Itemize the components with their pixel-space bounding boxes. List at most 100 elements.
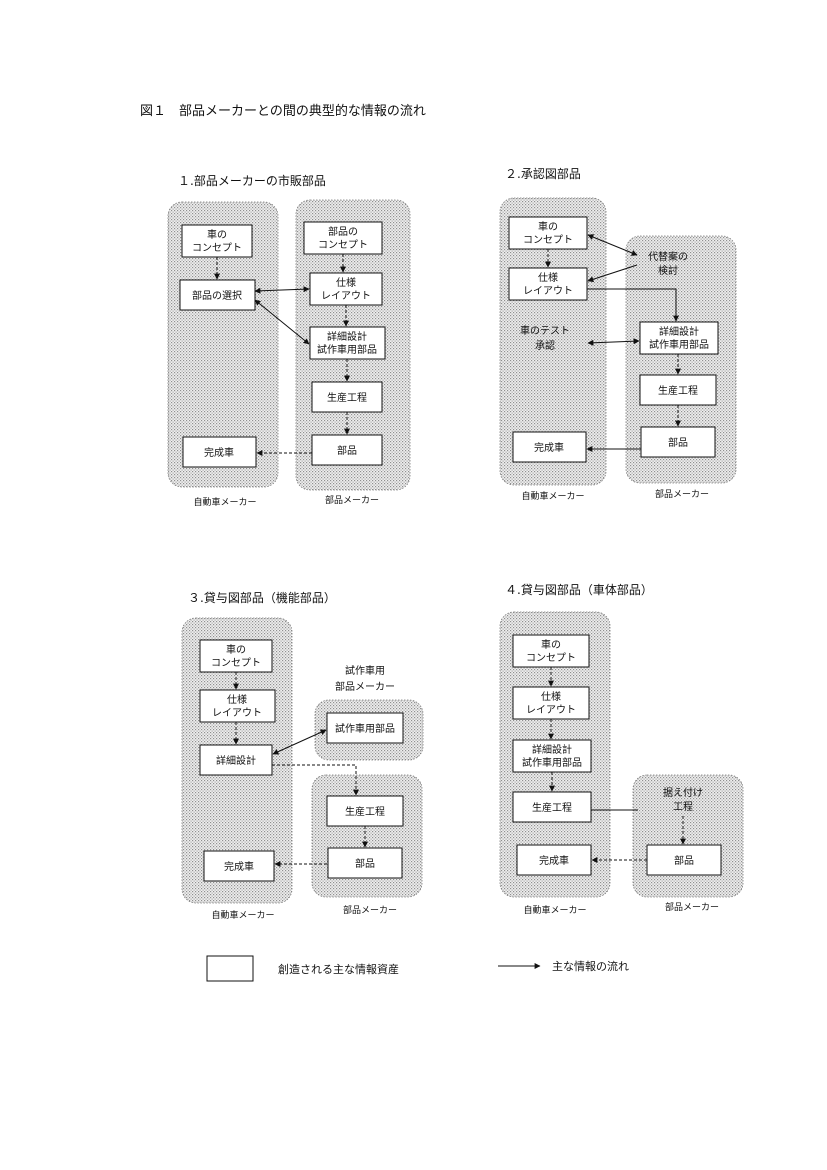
box-car-concept: 車の コンセプト — [508, 216, 588, 250]
svg-text:生産工程: 生産工程 — [532, 801, 572, 814]
svg-text:完成車: 完成車 — [539, 854, 569, 867]
flow-arrow — [254, 299, 310, 345]
flow-arrow — [272, 764, 359, 796]
svg-text:詳細設計: 詳細設計 — [216, 754, 256, 767]
column-label-supplier: 部品メーカー — [655, 488, 709, 500]
svg-text:承認: 承認 — [535, 339, 555, 352]
box-part: 部品 — [311, 434, 383, 466]
svg-text:車の: 車の — [207, 228, 227, 241]
panel-title: ４.貸与図部品（車体部品） — [505, 582, 653, 597]
svg-text:完成車: 完成車 — [224, 860, 254, 873]
svg-text:コンセプト: コンセプト — [523, 234, 573, 246]
svg-text:試作車用部品: 試作車用部品 — [522, 756, 582, 769]
box-finished-car: 完成車 — [182, 436, 257, 468]
flow-arrow — [587, 288, 679, 322]
box-detail-design: 詳細設計 試作車用部品 — [639, 321, 719, 355]
svg-text:仕様: 仕様 — [538, 271, 558, 284]
svg-text:詳細設計: 詳細設計 — [327, 330, 367, 343]
box-part: 部品 — [640, 426, 716, 458]
box-car-concept: 車の コンセプト — [181, 224, 253, 258]
column-label-supplier: 部品メーカー — [665, 901, 719, 913]
svg-text:車のテスト: 車のテスト — [520, 324, 570, 337]
label-prototype-supplier: 試作車用 部品メーカー — [335, 664, 395, 693]
svg-text:レイアウト: レイアウト — [523, 285, 573, 297]
flow-arrow — [587, 264, 638, 283]
legend-arrow-label: 主な情報の流れ — [552, 959, 629, 973]
svg-text:コンセプト: コンセプト — [526, 652, 576, 664]
panel-3: ３.貸与図部品（機能部品） 車の コンセプト 仕様 レイアウト 詳細設計 完成車… — [181, 590, 424, 921]
box-finished-car: 完成車 — [512, 431, 587, 463]
panel-title: ２.承認図部品 — [505, 166, 581, 181]
panel-title: ３.貸与図部品（機能部品） — [188, 590, 336, 605]
svg-text:車の: 車の — [538, 220, 558, 233]
panel-1: １.部品メーカーの市販部品 車の コンセプト 部品の選択 完成車 部品の コンセ… — [167, 173, 411, 508]
column-label-automaker: 自動車メーカー — [523, 904, 586, 916]
svg-text:車の: 車の — [541, 638, 561, 651]
legend-box-sample — [206, 955, 254, 982]
column-label-automaker: 自動車メーカー — [193, 496, 256, 508]
box-prototype-part: 試作車用部品 — [326, 712, 404, 744]
label-car-test-approval: 車のテスト 承認 — [520, 324, 570, 352]
legend: 創造される主な情報資産 主な情報の流れ — [206, 955, 629, 982]
svg-text:部品の: 部品の — [328, 225, 358, 238]
box-part-concept: 部品の コンセプト — [303, 221, 383, 255]
svg-text:仕様: 仕様 — [541, 690, 561, 703]
column-label-automaker: 自動車メーカー — [521, 490, 584, 502]
panel-title: １.部品メーカーの市販部品 — [178, 173, 326, 188]
svg-text:生産工程: 生産工程 — [327, 391, 367, 404]
svg-text:据え付け: 据え付け — [663, 786, 703, 799]
box-part: 部品 — [646, 844, 722, 876]
label-installation-process: 据え付け 工程 — [663, 786, 703, 813]
box-detail-design: 詳細設計 試作車用部品 — [512, 739, 592, 773]
box-production-process: 生産工程 — [311, 381, 383, 413]
box-finished-car: 完成車 — [516, 844, 592, 876]
svg-text:仕様: 仕様 — [336, 276, 356, 289]
flow-arrow — [587, 338, 640, 346]
svg-text:レイアウト: レイアウト — [212, 707, 262, 719]
region-automaker — [167, 201, 279, 488]
figure-title: 図１ 部品メーカーとの間の典型的な情報の流れ — [140, 103, 426, 119]
svg-text:コンセプト: コンセプト — [192, 242, 242, 254]
svg-text:試作車用部品: 試作車用部品 — [317, 343, 377, 356]
svg-text:代替案の: 代替案の — [648, 250, 688, 263]
box-production-process: 生産工程 — [512, 791, 592, 823]
label-alternative-review: 代替案の 検討 — [648, 250, 688, 277]
svg-text:部品: 部品 — [668, 436, 688, 449]
svg-text:詳細設計: 詳細設計 — [659, 325, 699, 338]
box-spec-layout: 仕様 レイアウト — [512, 686, 590, 720]
box-production-process: 生産工程 — [639, 374, 717, 406]
svg-text:検討: 検討 — [658, 264, 678, 277]
box-finished-car: 完成車 — [203, 850, 275, 882]
legend-box-label: 創造される主な情報資産 — [278, 962, 399, 976]
box-spec-layout: 仕様 レイアウト — [199, 689, 276, 723]
svg-text:部品: 部品 — [337, 444, 357, 457]
box-car-concept: 車の コンセプト — [512, 634, 590, 668]
box-production-process: 生産工程 — [326, 795, 404, 827]
box-spec-layout: 仕様 レイアウト — [508, 267, 588, 301]
region-supplier — [311, 774, 423, 898]
svg-text:部品メーカー: 部品メーカー — [335, 680, 395, 693]
svg-text:試作車用部品: 試作車用部品 — [649, 338, 709, 351]
svg-text:完成車: 完成車 — [534, 441, 564, 454]
svg-text:コンセプト: コンセプト — [318, 239, 368, 251]
svg-text:レイアウト: レイアウト — [526, 704, 576, 716]
svg-text:試作車用部品: 試作車用部品 — [335, 722, 395, 735]
region-supplier — [625, 235, 737, 484]
panel-4: ４.貸与図部品（車体部品） 車の コンセプト 仕様 レイアウト 詳細設計 試作車… — [499, 582, 744, 916]
column-label-supplier: 部品メーカー — [343, 904, 397, 916]
box-car-concept: 車の コンセプト — [199, 639, 273, 673]
flow-arrow — [254, 286, 310, 294]
box-detail-design: 詳細設計 試作車用部品 — [309, 326, 386, 360]
box-spec-layout: 仕様 レイアウト — [309, 272, 383, 306]
flow-arrow — [272, 729, 327, 755]
column-label-automaker: 自動車メーカー — [211, 909, 274, 921]
box-part-selection: 部品の選択 — [179, 279, 256, 311]
box-detail-design: 詳細設計 — [199, 744, 273, 776]
svg-text:工程: 工程 — [673, 801, 693, 813]
svg-text:部品: 部品 — [674, 854, 694, 867]
svg-text:生産工程: 生産工程 — [345, 805, 385, 818]
svg-text:生産工程: 生産工程 — [658, 384, 698, 397]
svg-text:部品: 部品 — [355, 857, 375, 870]
svg-text:完成車: 完成車 — [204, 446, 234, 459]
